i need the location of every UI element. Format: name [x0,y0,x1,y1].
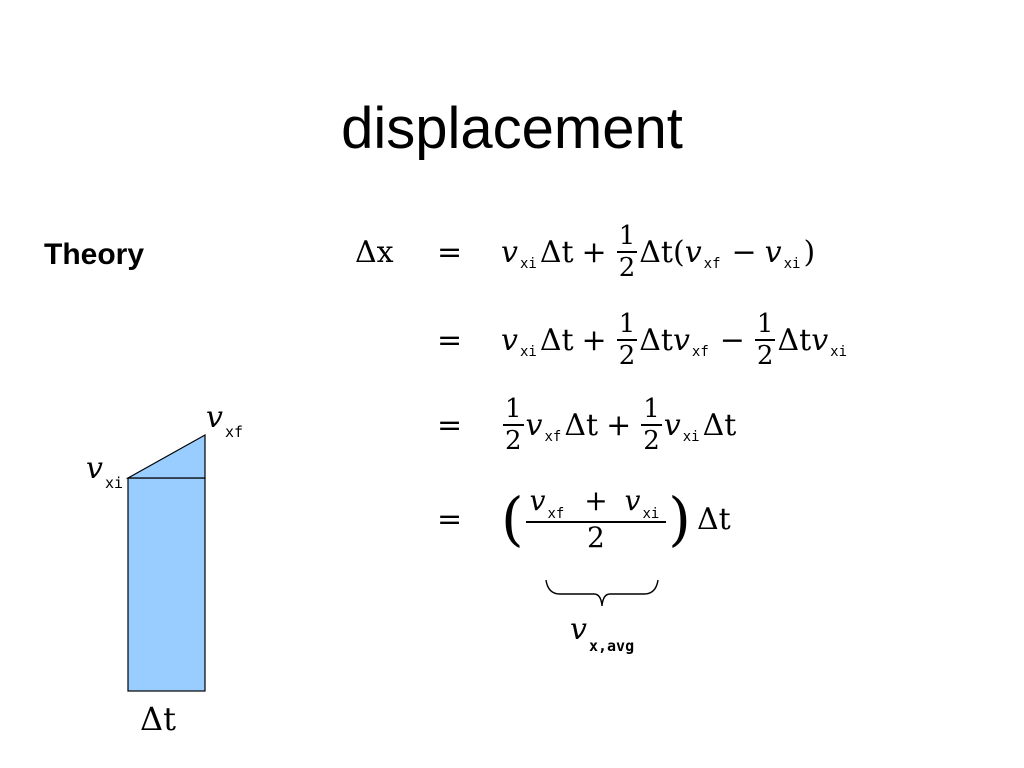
lhs-delta-x: Δx [355,234,394,270]
curly-brace [545,579,659,607]
equals-sign: = [437,407,463,443]
rectangle-area [127,477,206,692]
equals-sign: = [437,322,463,358]
equals-sign: = [437,501,463,537]
slide-title: displacement [341,96,683,161]
delta-t-label: Δt [140,700,176,738]
section-label: Theory [44,238,145,271]
triangle-area [125,433,206,479]
equals-sign: = [437,234,463,270]
